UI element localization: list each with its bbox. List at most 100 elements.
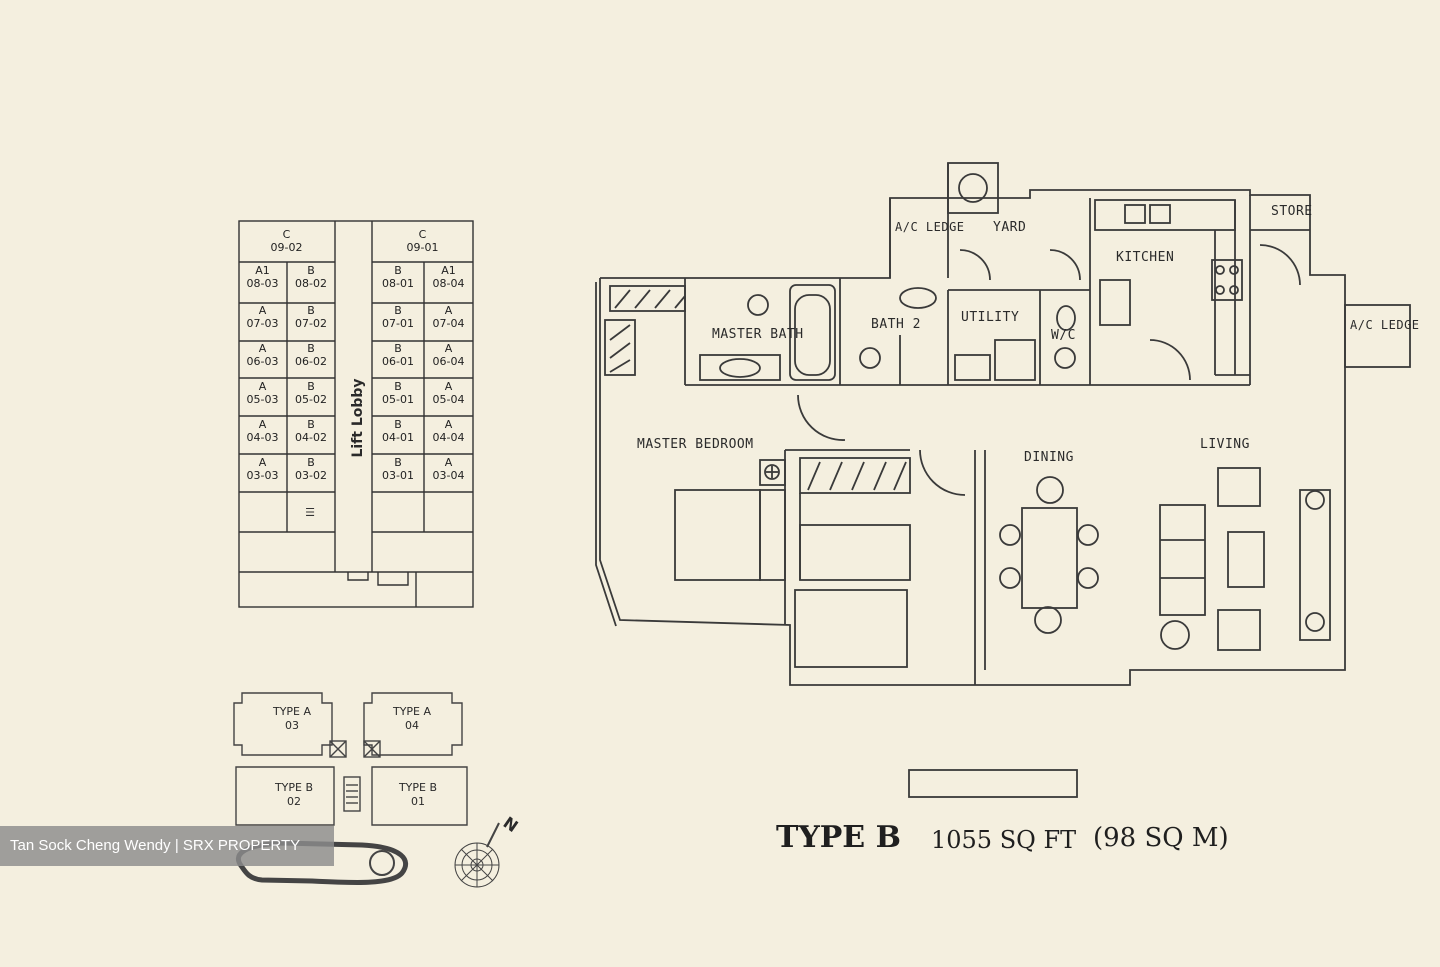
unit-type-name: TYPE B: [274, 781, 314, 794]
unit-number: 06-03: [246, 355, 279, 368]
unit-type: A: [444, 418, 453, 431]
unit-type: B: [307, 380, 315, 393]
room-label-bath-2: BATH 2: [871, 317, 921, 332]
unit-number: 05-02: [295, 393, 327, 406]
room-label-yard: YARD: [993, 220, 1027, 235]
unit-type: B: [307, 264, 315, 277]
agent-watermark: Tan Sock Cheng Wendy | SRX PROPERTY: [0, 826, 334, 866]
unit-type: A1: [255, 264, 270, 277]
unit-type: C: [418, 228, 427, 241]
unit-number: 08-04: [432, 277, 465, 290]
area-sqft: 1055 SQ FT: [931, 826, 1077, 854]
unit-number: 05-01: [382, 393, 414, 406]
unit-type: C: [282, 228, 291, 241]
unit-type: A: [258, 456, 267, 469]
unit-stack-number: 04: [405, 719, 419, 732]
unit-number: 04-03: [246, 431, 279, 444]
unit-stack-number: 03: [285, 719, 299, 732]
unit-type: A: [258, 304, 267, 317]
unit-number: 09-01: [406, 241, 439, 254]
room-label-master-bedroom: MASTER BEDROOM: [637, 437, 754, 452]
room-label-wc: W/C: [1051, 328, 1076, 343]
unit-number: 06-01: [382, 355, 414, 368]
unit-type-name: TYPE B: [398, 781, 438, 794]
unit-number: 08-02: [295, 277, 327, 290]
unit-type: A: [444, 342, 453, 355]
unit-type: A: [258, 418, 267, 431]
unit-stack-number: 01: [411, 795, 425, 808]
unit-number: 03-03: [246, 469, 279, 482]
unit-type: B: [394, 342, 402, 355]
unit-type: B: [394, 304, 402, 317]
room-label-master-bath: MASTER BATH: [712, 327, 804, 342]
block-unit-01: TYPE B 01: [388, 781, 448, 809]
unit-number: 06-04: [432, 355, 465, 368]
unit-type: A: [444, 380, 453, 393]
unit-type: B: [307, 304, 315, 317]
unit-number: 07-03: [246, 317, 279, 330]
unit-type: B: [394, 380, 402, 393]
unit-type-name: TYPE A: [272, 705, 312, 718]
room-label-dining: DINING: [1024, 450, 1074, 465]
unit-number: 04-01: [382, 431, 414, 444]
unit-cell-09-01: C 09-01: [372, 228, 473, 254]
unit-number: 07-02: [295, 317, 327, 330]
unit-type: B: [307, 456, 315, 469]
unit-type: A: [444, 304, 453, 317]
unit-type: A: [258, 380, 267, 393]
room-label-living: LIVING: [1200, 437, 1250, 452]
room-label-utility: UTILITY: [961, 310, 1020, 325]
unit-number: 03-02: [295, 469, 327, 482]
unit-type-name: TYPE A: [392, 705, 432, 718]
unit-number: 09-02: [270, 241, 303, 254]
block-unit-03: TYPE A 03: [262, 705, 322, 733]
unit-number: 03-01: [382, 469, 414, 482]
unit-number: 08-03: [246, 277, 279, 290]
area-sqm: (98 SQ M): [1093, 823, 1229, 853]
room-label-ac-ledge-right: A/C LEDGE: [1350, 318, 1420, 332]
unit-type: A: [444, 456, 453, 469]
room-label-store: STORE: [1271, 204, 1313, 219]
unit-number: 04-04: [432, 431, 465, 444]
unit-type: B: [394, 456, 402, 469]
block-unit-04: TYPE A 04: [382, 705, 442, 733]
unit-type: A: [258, 342, 267, 355]
unit-type-title: TYPE B: [776, 820, 901, 855]
unit-number: 06-02: [295, 355, 327, 368]
room-label-kitchen: KITCHEN: [1116, 250, 1175, 265]
unit-type: B: [307, 342, 315, 355]
unit-number: 07-01: [382, 317, 414, 330]
unit-grid-lines: ☰: [238, 220, 474, 608]
unit-number: 05-04: [432, 393, 465, 406]
unit-stack-number: 02: [287, 795, 301, 808]
unit-cell-09-02: C 09-02: [238, 228, 335, 254]
unit-type: B: [394, 418, 402, 431]
svg-text:☰: ☰: [305, 506, 315, 519]
unit-number: 07-04: [432, 317, 465, 330]
block-unit-02: TYPE B 02: [264, 781, 324, 809]
unit-type: B: [307, 418, 315, 431]
